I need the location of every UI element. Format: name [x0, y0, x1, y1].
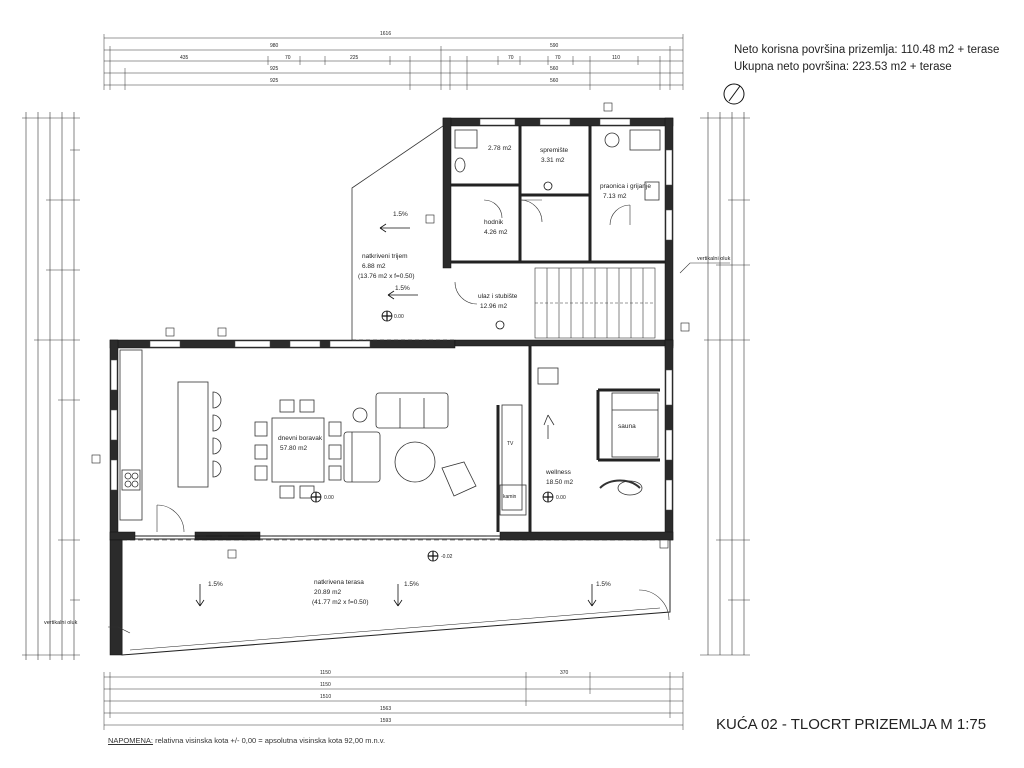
svg-text:590: 590: [550, 43, 559, 49]
room-labels: 2.78 m2 spremište 3.31 m2 praonica i gri…: [278, 145, 651, 606]
slope-arrows: [140, 223, 597, 607]
svg-text:560: 560: [550, 66, 559, 72]
svg-text:70: 70: [555, 55, 561, 61]
svg-text:225: 225: [350, 55, 359, 61]
downpipe-label-right: vertikalni oluk: [697, 256, 731, 262]
level-porch: 0.00: [394, 314, 404, 320]
interior-walls: [451, 126, 665, 532]
svg-text:1150: 1150: [320, 682, 331, 688]
area-summary: Neto korisna površina prizemlja: 110.48 …: [734, 42, 999, 76]
room-ulaz-area: 12.96 m2: [480, 303, 507, 310]
svg-text:925: 925: [270, 66, 279, 72]
svg-text:110: 110: [612, 55, 620, 61]
staircase: [534, 267, 656, 339]
kitchen-furniture: [119, 349, 222, 521]
drawing-note: NAPOMENA: relativna visinska kota +/- 0,…: [108, 736, 385, 745]
downpipe-leaders: [108, 262, 730, 634]
doors: [156, 199, 670, 621]
room-wellness-name: wellness: [545, 469, 572, 476]
bottom-dimension-lines: 1150 370 1150 1510 1563 1593: [103, 670, 684, 730]
room-hodnik-area: 4.26 m2: [484, 229, 508, 236]
room-sauna-name: sauna: [618, 423, 636, 430]
room-dnevni-area: 57.80 m2: [280, 445, 307, 452]
level-living: 0.00: [324, 495, 334, 501]
room-spremiste-area: 3.31 m2: [541, 157, 565, 164]
window-openings: [110, 118, 673, 511]
room-spremiste-name: spremište: [540, 147, 569, 154]
terrace-outline: [121, 539, 671, 656]
room-terasa-name: natkrivena terasa: [314, 579, 364, 586]
svg-text:1563: 1563: [380, 706, 391, 712]
room-trijem-name: natkriveni trijem: [362, 253, 408, 260]
svg-text:1616: 1616: [380, 31, 391, 37]
room-wc-area: 2.78 m2: [488, 145, 512, 152]
elevation-markers: [310, 181, 554, 562]
north-arrow-icon: [723, 83, 745, 105]
net-ground-area: Neto korisna površina prizemlja: 110.48 …: [734, 44, 1000, 56]
lounge-furniture: [343, 392, 527, 516]
kamin-label: kamin: [503, 494, 517, 500]
slope-label-porch-1: 1.5%: [393, 211, 408, 218]
svg-text:925: 925: [270, 78, 279, 84]
downpipe-label-left: vertikalni oluk: [44, 620, 78, 626]
tv-label: TV: [507, 441, 514, 447]
svg-text:1593: 1593: [380, 718, 391, 724]
slope-label-terrace-3: 1.5%: [596, 581, 611, 588]
room-trijem-calc: (13.76 m2 x f=0.50): [358, 273, 415, 280]
svg-text:980: 980: [270, 43, 279, 49]
dining-furniture: [254, 399, 342, 499]
drawing-title: KUĆA 02 - TLOCRT PRIZEMLJA M 1:75: [716, 716, 987, 733]
slope-label-terrace-2: 1.5%: [404, 581, 419, 588]
porch-outline: [351, 125, 455, 341]
glazed-facade: [135, 535, 500, 540]
svg-text:1150: 1150: [320, 670, 331, 676]
room-terasa-area: 20.89 m2: [314, 589, 341, 596]
sanitary-fixtures: [454, 129, 661, 201]
net-total-area: Ukupna neto površina: 223.53 m2 + terase: [734, 61, 952, 73]
note-label: NAPOMENA:: [108, 736, 154, 745]
room-hodnik-name: hodnik: [484, 219, 504, 226]
section-tags: [91, 102, 690, 559]
left-dimension-lines: [22, 112, 80, 660]
right-dimension-lines: [700, 112, 750, 656]
svg-text:435: 435: [180, 55, 189, 61]
wellness-furniture: [537, 367, 659, 496]
level-terrace: -0.02: [441, 554, 453, 560]
svg-text:560: 560: [550, 78, 559, 84]
room-praonica-name: praonica i grijanje: [600, 183, 651, 190]
level-wellness: 0.00: [556, 495, 566, 501]
slope-label-porch-2: 1.5%: [395, 285, 410, 292]
note-text: relativna visinska kota +/- 0,00 = apsol…: [153, 736, 386, 745]
room-terasa-calc: (41.77 m2 x f=0.50): [312, 599, 369, 606]
svg-text:370: 370: [560, 670, 569, 676]
room-dnevni-name: dnevni boravak: [278, 435, 323, 442]
top-dimension-lines: 1616 980 590 435 70 225 70 70 110 925 56…: [103, 31, 684, 90]
svg-text:1510: 1510: [320, 694, 331, 700]
svg-text:70: 70: [508, 55, 514, 61]
plan-annotations: 1.5% 1.5% 1.5% 1.5% 1.5% 0.00 0.00 0.00 …: [44, 211, 731, 626]
room-wellness-area: 18.50 m2: [546, 479, 573, 486]
svg-text:70: 70: [285, 55, 291, 61]
room-praonica-area: 7.13 m2: [603, 193, 627, 200]
slope-label-terrace-1: 1.5%: [208, 581, 223, 588]
room-ulaz-name: ulaz i stubište: [478, 293, 518, 300]
room-trijem-area: 6.88 m2: [362, 263, 386, 270]
